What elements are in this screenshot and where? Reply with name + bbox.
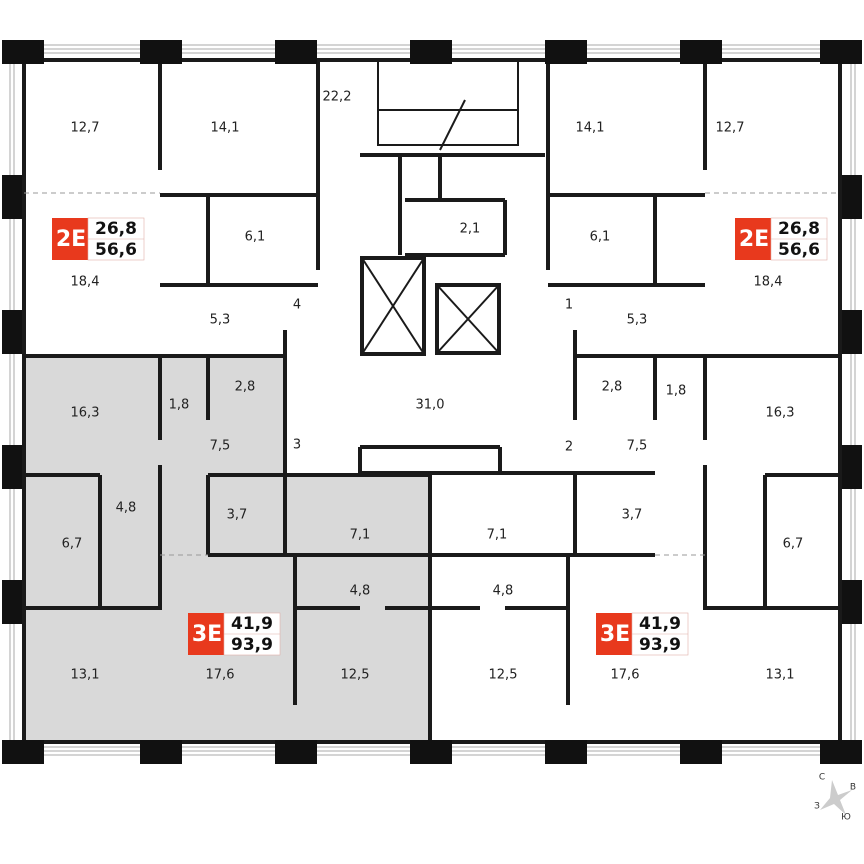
column xyxy=(842,175,862,219)
room-area-label: 31,0 xyxy=(416,398,445,413)
room-area-label: 6,7 xyxy=(783,537,804,552)
column xyxy=(2,740,44,764)
column xyxy=(842,445,862,489)
room-area-label: 1,8 xyxy=(666,384,687,399)
compass-east: В xyxy=(850,783,856,793)
column xyxy=(680,740,722,764)
room-area-label: 2,8 xyxy=(235,380,256,395)
column xyxy=(140,740,182,764)
living-area: 26,8 xyxy=(778,219,820,239)
room-area-label: 7,5 xyxy=(210,439,231,454)
room-area-label: 12,7 xyxy=(71,121,100,136)
living-area: 41,9 xyxy=(639,614,681,634)
room-area-label: 22,2 xyxy=(323,90,352,105)
room-area-label: 7,5 xyxy=(627,439,648,454)
room-area-label: 16,3 xyxy=(766,406,795,421)
compass-west: З xyxy=(814,802,820,812)
staircase xyxy=(377,59,519,151)
room-area-label: 5,3 xyxy=(627,313,648,328)
apartment-badges: 2Е 26,8 56,6 2Е 26,8 56,6 3Е 41,9 93,9 3… xyxy=(52,217,828,656)
columns xyxy=(2,40,862,764)
room-area-label: 17,6 xyxy=(611,668,640,683)
column xyxy=(275,40,317,64)
column xyxy=(410,40,452,64)
compass-north: С xyxy=(819,773,825,783)
column xyxy=(820,40,862,64)
room-area-label: 12,7 xyxy=(716,121,745,136)
room-area-label: 16,3 xyxy=(71,406,100,421)
room-area-label: 12,5 xyxy=(341,668,370,683)
room-area-label: 1 xyxy=(565,298,573,313)
column xyxy=(275,740,317,764)
apartment-badge[interactable]: 2Е 26,8 56,6 xyxy=(735,217,828,261)
total-area: 56,6 xyxy=(95,240,137,260)
apartment-badge[interactable]: 3Е 41,9 93,9 xyxy=(188,612,281,656)
room-area-label: 12,5 xyxy=(489,668,518,683)
room-area-label: 4,8 xyxy=(350,584,371,599)
room-area-label: 7,1 xyxy=(487,528,508,543)
room-area-label: 3,7 xyxy=(622,508,643,523)
room-area-label: 4 xyxy=(293,298,301,313)
column xyxy=(820,740,862,764)
room-area-label: 1,8 xyxy=(169,398,190,413)
apartment-type: 3Е xyxy=(600,622,630,647)
room-area-label: 5,3 xyxy=(210,313,231,328)
living-area: 26,8 xyxy=(95,219,137,239)
room-area-label: 2 xyxy=(565,440,573,455)
room-area-label: 6,7 xyxy=(62,537,83,552)
apartment-type: 2Е xyxy=(739,227,769,252)
column xyxy=(2,40,44,64)
walls xyxy=(22,58,842,744)
column xyxy=(2,175,22,219)
compass-south: Ю xyxy=(841,813,851,823)
room-area-label: 6,1 xyxy=(590,230,611,245)
apartment-type: 2Е xyxy=(56,227,86,252)
room-area-label: 18,4 xyxy=(754,275,783,290)
room-area-label: 17,6 xyxy=(206,668,235,683)
column xyxy=(140,40,182,64)
column xyxy=(2,580,22,624)
apartment-type: 3Е xyxy=(192,622,222,647)
column xyxy=(842,580,862,624)
column xyxy=(842,310,862,354)
apartment-badge[interactable]: 3Е 41,9 93,9 xyxy=(596,612,689,656)
room-area-label: 14,1 xyxy=(576,121,605,136)
room-area-label: 14,1 xyxy=(211,121,240,136)
room-area-label: 2,1 xyxy=(460,222,481,237)
living-area: 41,9 xyxy=(231,614,273,634)
column xyxy=(410,740,452,764)
total-area: 93,9 xyxy=(639,635,681,655)
column xyxy=(2,310,22,354)
total-area: 56,6 xyxy=(778,240,820,260)
total-area: 93,9 xyxy=(231,635,273,655)
selected-apartment-area[interactable] xyxy=(25,358,430,740)
room-area-label: 3 xyxy=(293,438,301,453)
column xyxy=(545,40,587,64)
room-area-label: 4,8 xyxy=(493,584,514,599)
room-area-label: 13,1 xyxy=(766,668,795,683)
compass-star-icon xyxy=(820,780,852,815)
column xyxy=(680,40,722,64)
room-area-label: 13,1 xyxy=(71,668,100,683)
room-area-label: 2,8 xyxy=(602,380,623,395)
room-area-label: 18,4 xyxy=(71,275,100,290)
room-area-label: 3,7 xyxy=(227,508,248,523)
room-area-label: 6,1 xyxy=(245,230,266,245)
room-area-label: 4,8 xyxy=(116,501,137,516)
compass: С В З Ю xyxy=(814,773,856,823)
room-labels: 12,7 14,1 22,2 14,1 12,7 6,1 2,1 6,1 18,4 18,4 5,3… xyxy=(62,90,804,683)
apartment-badge[interactable]: 2Е 26,8 56,6 xyxy=(52,217,145,261)
room-area-label: 7,1 xyxy=(350,528,371,543)
column xyxy=(545,740,587,764)
column xyxy=(2,445,22,489)
